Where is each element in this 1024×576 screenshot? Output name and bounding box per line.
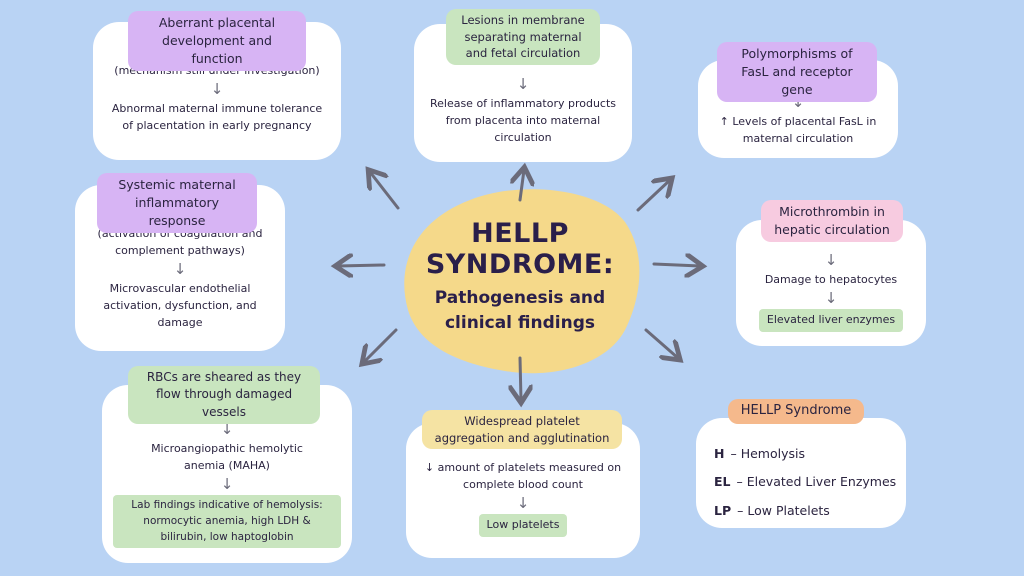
key-row-platelets: LP – Low Platelets — [714, 502, 830, 518]
fasl-header: Polymorphisms of FasL and receptor gene — [717, 42, 877, 103]
down-arrow-icon: ↓ — [824, 251, 838, 269]
key-row-liver: EL – Elevated Liver Enzymes — [714, 474, 897, 490]
rbc-finding: Lab findings indicative of hemolysis: no… — [113, 495, 341, 549]
key-header: HELLP Syndrome — [728, 399, 864, 424]
radial-arrow-icon — [338, 265, 386, 266]
center-title: HELLP SYNDROME: — [425, 218, 615, 281]
down-arrow-icon: ↓ — [173, 260, 187, 279]
down-arrow-icon: ↓ — [220, 475, 234, 494]
microthrombin-finding: Elevated liver enzymes — [758, 309, 904, 332]
radial-arrow-icon — [644, 328, 678, 358]
radial-arrow-icon — [636, 180, 670, 212]
rbc-header: RBCs are sheared as they flow through da… — [128, 366, 320, 425]
radial-arrow-icon — [370, 172, 400, 210]
platelet-result: ↓ amount of platelets measured on comple… — [424, 461, 622, 492]
radial-arrow-icon — [652, 264, 700, 266]
microthrombin-header: Microthrombin in hepatic circulation — [761, 200, 903, 243]
radial-arrow-icon — [520, 356, 521, 400]
center-title-block: HELLP SYNDROME: Pathogenesis and clinica… — [405, 218, 635, 335]
down-arrow-icon: ↓ — [824, 289, 838, 308]
aberrant-result: Abnormal maternal immune tolerance of pl… — [111, 102, 323, 133]
lesions-result: Release of inflammatory products from pl… — [429, 97, 617, 145]
radial-arrow-icon — [520, 170, 524, 202]
down-arrow-icon: ↓ — [516, 494, 530, 513]
center-subtitle: Pathogenesis and clinical findings — [434, 288, 606, 333]
down-arrow-icon: ↓ — [516, 75, 530, 93]
rbc-result: Microangiopathic hemolytic anemia (MAHA) — [151, 442, 303, 473]
platelet-finding: Low platelets — [478, 514, 568, 537]
radial-arrow-icon — [364, 328, 398, 362]
lesions-header: Lesions in membrane separating maternal … — [446, 9, 600, 66]
platelet-header: Widespread platelet aggregation and aggl… — [422, 410, 622, 450]
center-blob — [404, 189, 640, 374]
key-row-hemolysis: H – Hemolysis — [714, 446, 805, 461]
fasl-result: ↑ Levels of placental FasL in maternal c… — [719, 115, 877, 146]
key-card: H – Hemolysis EL – Elevated Liver Enzyme… — [696, 418, 906, 528]
down-arrow-icon: ↓ — [210, 80, 224, 99]
rbc-card: ↓ Microangiopathic hemolytic anemia (MAH… — [102, 385, 352, 563]
down-arrow-icon: ↓ — [220, 420, 234, 438]
microthrombin-result: Damage to hepatocytes — [764, 273, 898, 286]
systemic-result: Microvascular endothelial activation, dy… — [103, 282, 257, 330]
systemic-header: Systemic maternal inflammatory response — [97, 173, 257, 234]
aberrant-header: Aberrant placental development and funct… — [128, 11, 306, 72]
